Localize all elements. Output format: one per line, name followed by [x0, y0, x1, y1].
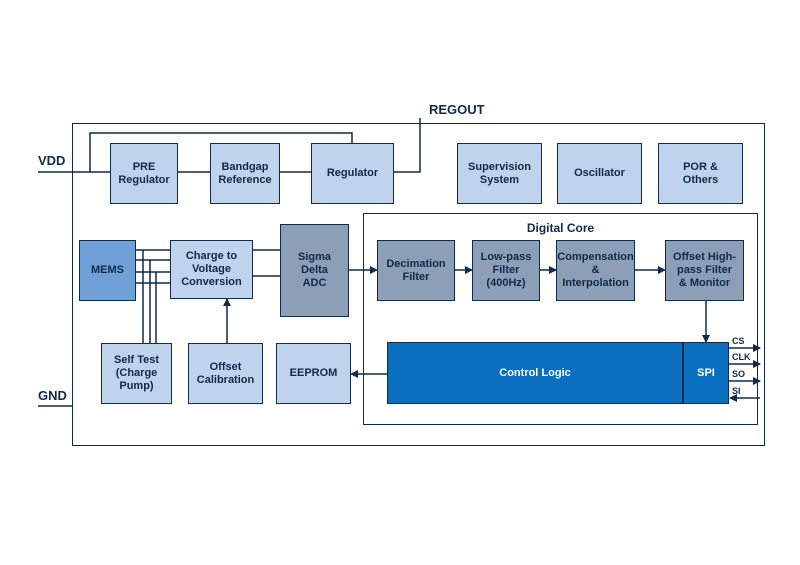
lowpass-filter-block: Low-pass Filter (400Hz)	[472, 240, 540, 301]
bandgap-reference-block: Bandgap Reference	[210, 143, 280, 204]
digital-core-title: Digital Core	[526, 221, 595, 235]
vdd-bypass-line	[89, 132, 353, 172]
vdd-pin-label: VDD	[38, 153, 66, 168]
decimation-filter-block: Decimation Filter	[377, 240, 455, 301]
spi-signal-si: SI	[732, 386, 741, 396]
mems-block: MEMS	[79, 240, 136, 301]
self-test-block: Self Test (Charge Pump)	[101, 343, 172, 404]
offset-calibration-block: Offset Calibration	[188, 343, 263, 404]
spi-signal-cs: CS	[732, 336, 745, 346]
oscillator-block: Oscillator	[557, 143, 642, 204]
offset-highpass-filter-block: Offset High- pass Filter & Monitor	[665, 240, 744, 301]
gnd-pin-label: GND	[38, 388, 67, 403]
eeprom-block: EEPROM	[276, 343, 351, 404]
pre-regulator-block: PRE Regulator	[110, 143, 178, 204]
chip-outline	[72, 123, 765, 446]
sigma-delta-adc-block: Sigma Delta ADC	[280, 224, 349, 317]
spi-signal-so: SO	[732, 369, 746, 379]
supervision-system-block: Supervision System	[457, 143, 542, 204]
regout-pin-label: REGOUT	[429, 102, 485, 117]
regout-line	[394, 118, 421, 173]
spi-signal-clk: CLK	[732, 352, 751, 362]
charge-to-voltage-block: Charge to Voltage Conversion	[170, 240, 253, 299]
compensation-interpolation-block: Compensation & Interpolation	[556, 240, 635, 301]
por-others-block: POR & Others	[658, 143, 743, 204]
control-logic-block: Control Logic	[387, 342, 683, 404]
spi-block: SPI	[683, 342, 729, 404]
regulator-block: Regulator	[311, 143, 394, 204]
digital-core-frame	[363, 213, 758, 425]
